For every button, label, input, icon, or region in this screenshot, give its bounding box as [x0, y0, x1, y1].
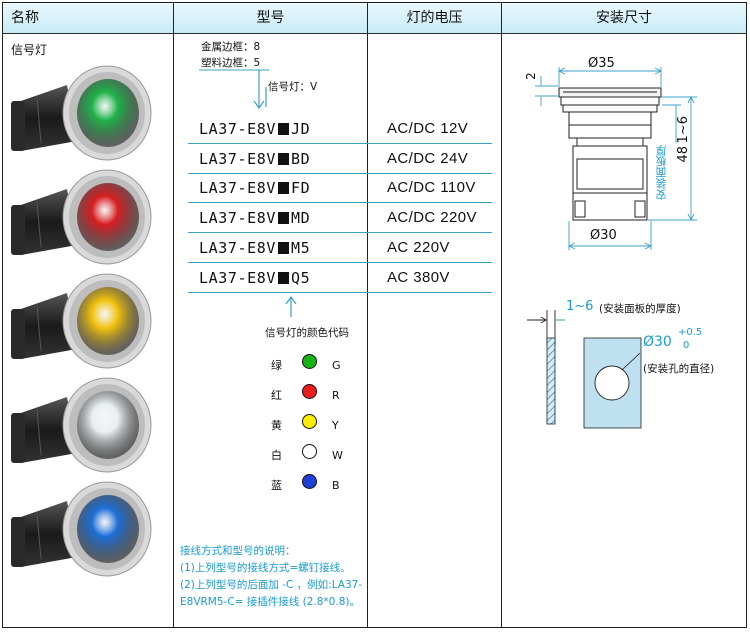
- color-code: W: [332, 449, 343, 462]
- bezel-code-placeholder-icon: [278, 271, 290, 284]
- model-suffix: Q5: [291, 268, 311, 287]
- header-name: 名称: [11, 10, 39, 26]
- wiring-note-2: (2)上列型号的后面加 -C ，例如:LA37-: [180, 579, 363, 591]
- bezel-code-placeholder-icon: [278, 123, 290, 135]
- hole-tolerance-plus: +0.5: [678, 327, 703, 338]
- table-header: [3, 3, 746, 34]
- model-prefix: LA37-E8V: [199, 209, 277, 228]
- bezel-code-placeholder-icon: [278, 241, 290, 254]
- dim-panel-range: 1~6: [676, 116, 691, 144]
- voltage-value: AC 220V: [387, 238, 450, 256]
- model-prefix: LA37-E8V: [199, 120, 277, 138]
- dim-30: Ø30: [590, 228, 617, 243]
- bezel-code-placeholder-icon: [278, 212, 290, 225]
- color-swatch-icon: [302, 354, 317, 369]
- column-divider: [501, 3, 502, 627]
- hole-diameter: Ø30: [643, 334, 672, 350]
- model-suffix: BD: [291, 149, 311, 168]
- header-voltage: 灯的电压: [406, 10, 463, 26]
- bezel-code-placeholder-icon: [278, 182, 290, 195]
- lamp-code-note: 信号灯：V: [268, 81, 318, 93]
- model-row: LA37-E8V Q5 AC 380V: [188, 264, 492, 293]
- color-name: 蓝: [271, 479, 282, 492]
- color-code-arrow: [285, 295, 297, 317]
- metal-bezel-note: 金属边框：8: [201, 41, 261, 53]
- voltage-value: AC/DC 12V: [387, 120, 469, 137]
- signal-lamp-image: [11, 481, 152, 577]
- dim-48: 48: [676, 146, 691, 163]
- signal-lamp-image: [11, 273, 152, 369]
- signal-lamp-image: [11, 65, 152, 161]
- color-swatch-icon: [302, 384, 317, 399]
- header-dimensions: 安装尺寸: [596, 10, 652, 26]
- voltage-value: AC/DC 220V: [387, 209, 477, 227]
- model-number: LA37-E8V MD: [199, 209, 310, 227]
- color-name: 白: [271, 449, 282, 462]
- color-code-title: 信号灯的颜色代码: [265, 327, 349, 339]
- model-suffix: M5: [291, 238, 311, 257]
- plastic-bezel-note: 塑料边框：5: [201, 57, 261, 69]
- model-number: LA37-E8V BD: [199, 150, 310, 168]
- wiring-note-1: (1)上列型号的接线方式=螺钉接线。: [180, 562, 351, 574]
- model-number: LA37-E8V FD: [199, 179, 310, 197]
- model-suffix: JD: [291, 120, 311, 138]
- color-name: 红: [271, 389, 282, 402]
- color-swatch-icon: [302, 474, 317, 489]
- model-row: LA37-E8V MD AC/DC 220V: [188, 204, 492, 234]
- dim-2: 2: [523, 72, 538, 80]
- color-code: B: [332, 479, 340, 492]
- color-swatch-icon: [302, 414, 317, 429]
- model-row: LA37-E8V FD AC/DC 110V: [188, 174, 492, 204]
- header-model: 型号: [256, 10, 285, 26]
- voltage-value: AC/DC 24V: [387, 149, 469, 167]
- model-number: LA37-E8V M5: [199, 239, 310, 257]
- hole-diameter-note: (安装孔的直径): [643, 363, 715, 375]
- color-code: G: [332, 359, 341, 372]
- color-code: Y: [332, 419, 339, 432]
- panel-thickness-label: 安装面板厚: [655, 145, 668, 200]
- model-code-arrows: [199, 69, 269, 110]
- column-divider: [367, 3, 368, 627]
- color-code: R: [332, 389, 340, 402]
- wiring-note-3: E8VRM5-C= 接插件接线 (2.8*0.8)。: [180, 596, 360, 608]
- model-prefix: LA37-E8V: [199, 179, 277, 198]
- color-swatch-icon: [302, 444, 317, 459]
- model-row: LA37-E8V JD AC/DC 12V: [188, 115, 492, 144]
- model-suffix: FD: [291, 179, 311, 198]
- model-number: LA37-E8V JD: [199, 120, 310, 138]
- voltage-value: AC/DC 110V: [387, 179, 476, 197]
- panel-thickness-note: (安装面板的厚度): [599, 303, 681, 315]
- color-name: 绿: [271, 359, 282, 372]
- color-name: 黄: [271, 419, 282, 432]
- model-row: LA37-E8V BD AC/DC 24V: [188, 145, 492, 174]
- dim-35: Ø35: [588, 56, 615, 71]
- model-suffix: MD: [291, 209, 311, 228]
- hole-tolerance-zero: 0: [683, 340, 690, 351]
- bezel-code-placeholder-icon: [278, 152, 290, 165]
- model-row: LA37-E8V M5 AC 220V: [188, 234, 492, 263]
- model-number: LA37-E8V Q5: [199, 269, 310, 287]
- voltage-value: AC 380V: [387, 268, 450, 286]
- model-prefix: LA37-E8V: [199, 238, 277, 257]
- column-divider: [173, 3, 174, 627]
- side-view-drawing: [535, 67, 697, 250]
- wiring-note-title: 接线方式和型号的说明：: [180, 545, 296, 557]
- panel-thickness-dim: 1~6: [566, 299, 594, 314]
- item-label: 信号灯: [11, 43, 48, 57]
- signal-lamp-image: [11, 169, 152, 265]
- model-prefix: LA37-E8V: [199, 149, 277, 168]
- model-prefix: LA37-E8V: [199, 268, 277, 287]
- panel-cutout-drawing: [527, 310, 642, 429]
- signal-lamp-image: [11, 377, 152, 473]
